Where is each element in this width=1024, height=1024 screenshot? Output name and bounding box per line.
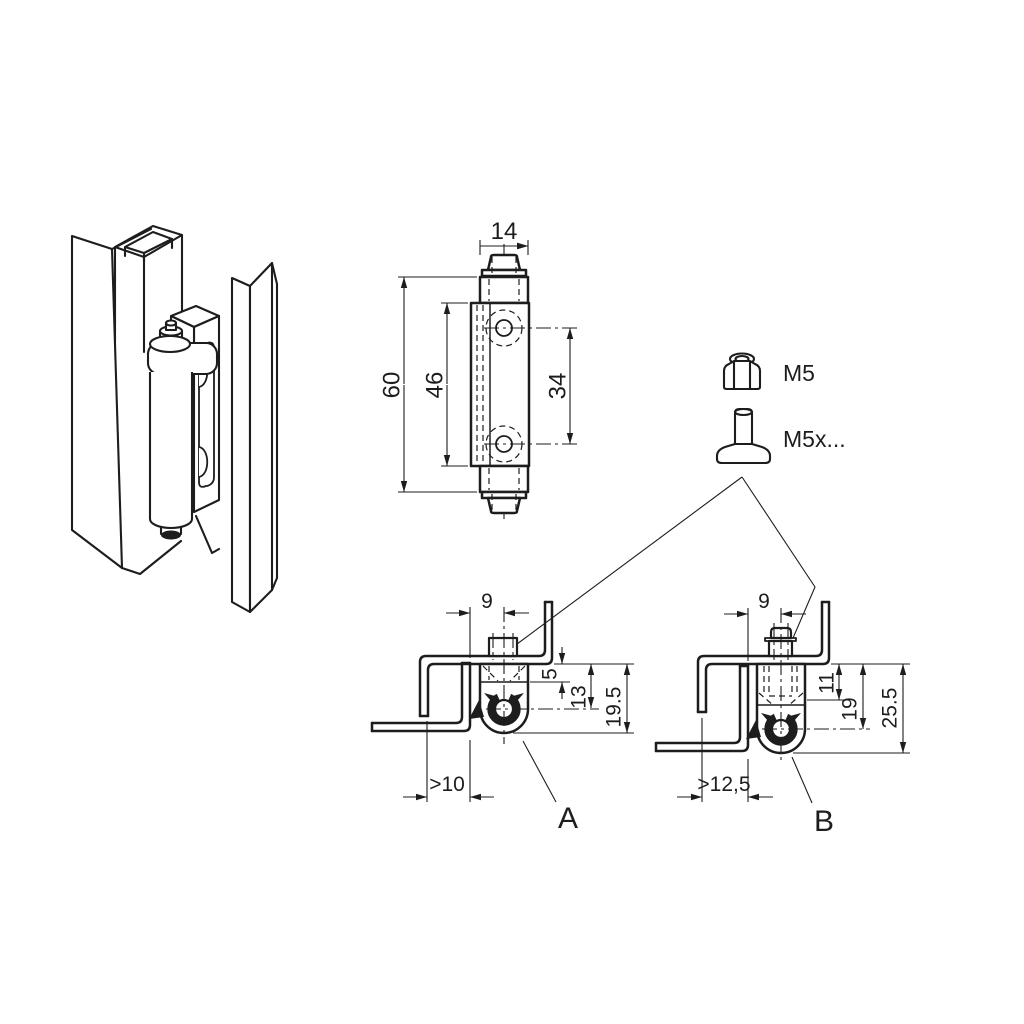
section-view-a: 9 5 13 19.5 >10 A xyxy=(370,590,634,835)
dim-label-a-5: 5 xyxy=(539,668,562,680)
door-sheet-main-face xyxy=(248,261,274,614)
dim-label-a-min-gap: >10 xyxy=(429,773,465,796)
dim-label-a-offset: 9 xyxy=(481,590,493,613)
dim-label-b-min-gap: >12,5 xyxy=(697,773,750,796)
leaf-edge-wedge-a xyxy=(469,700,484,719)
door-profile-inner-b xyxy=(654,664,742,745)
door-profile-outer xyxy=(370,661,472,733)
bottom-washer xyxy=(480,490,528,500)
dim60-extension xyxy=(398,276,477,493)
view-label-b: B xyxy=(814,805,834,838)
part-label-nut: M5 xyxy=(783,360,815,386)
leaf-edge-wedge-b xyxy=(746,720,761,739)
pin-tip-shadow xyxy=(161,530,181,540)
dim-label-leaf-height: 46 xyxy=(421,372,448,399)
frame-sheet-top-edge xyxy=(110,227,153,251)
dim-label-b-offset: 9 xyxy=(758,590,770,613)
dim-label-hole-pitch: 34 xyxy=(544,373,571,400)
rivet-cap-b xyxy=(769,626,793,640)
rivet-shank-top xyxy=(733,407,754,417)
hole-center-lines xyxy=(484,327,578,445)
bracket-bottom-edge xyxy=(194,514,221,555)
leader-to-view-a xyxy=(512,476,743,648)
m5-nut-body xyxy=(722,359,762,391)
dim-label-a-19-5: 19.5 xyxy=(603,687,626,728)
door-profile-tips xyxy=(370,661,472,733)
top-pin-cap xyxy=(486,253,522,272)
countersink-hidden xyxy=(482,665,526,682)
frame-sheet-bottom-edge xyxy=(120,539,183,576)
front-view: 14 60 46 34 xyxy=(378,218,578,521)
door-profile-inner xyxy=(370,661,464,725)
dim-label-width: 14 xyxy=(491,218,518,245)
dim-label-b-25-5: 25.5 xyxy=(879,688,902,729)
pin-nub-top xyxy=(164,319,178,327)
dim-label-b-11: 11 xyxy=(816,672,839,694)
top-knuckle xyxy=(478,275,530,305)
frame-profile-tips xyxy=(418,600,554,718)
dim-label-overall-height: 60 xyxy=(378,372,405,399)
rivet-boss-lower xyxy=(198,446,209,478)
view-label-a: A xyxy=(558,802,578,835)
door-sheet-front-face xyxy=(230,276,252,614)
top-washer xyxy=(480,268,528,278)
bottom-knuckle xyxy=(478,464,530,494)
rivet-head xyxy=(715,442,772,465)
door-sheet-return-edge xyxy=(270,261,279,592)
leaf-hidden-lines xyxy=(476,305,484,464)
isometric-view xyxy=(70,224,279,614)
top-knuckle-hidden-lines xyxy=(488,257,520,301)
bottom-knuckle-hidden-lines xyxy=(488,468,520,511)
bottom-pin-cap xyxy=(486,496,522,515)
m5-nut-facets xyxy=(732,360,752,391)
dim-label-a-13: 13 xyxy=(568,685,591,708)
door-profile-outer-b xyxy=(654,664,750,753)
frame-profile-inner xyxy=(418,600,547,718)
section-view-b: 9 11 19 25.5 >12,5 B xyxy=(654,590,910,838)
frame-profile-inner-b xyxy=(696,600,824,714)
leader-to-view-b xyxy=(741,476,816,646)
pin-washer xyxy=(148,334,192,354)
rivet-end-a xyxy=(487,636,519,658)
dim-label-b-19: 19 xyxy=(839,697,862,720)
dim46-extension xyxy=(441,302,468,467)
hinge-leaf xyxy=(469,301,531,468)
hinge-barrel-cylinder xyxy=(148,372,194,530)
part-label-rivet: M5x... xyxy=(783,426,846,452)
